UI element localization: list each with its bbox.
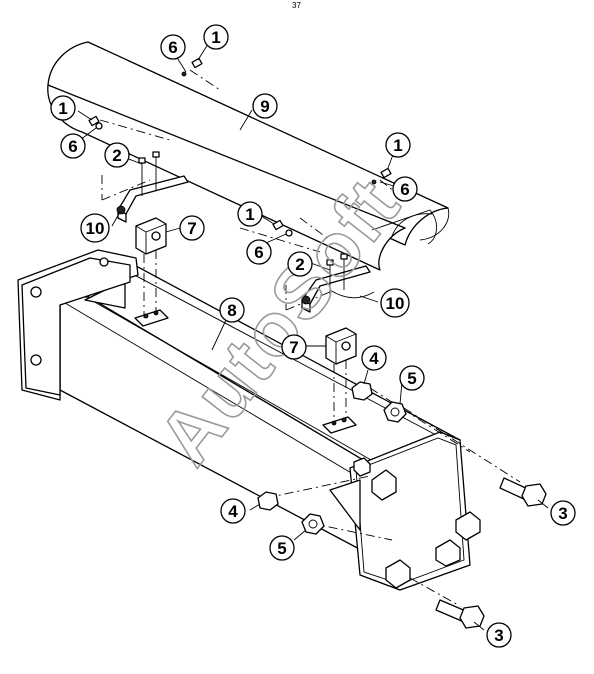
u-bolt-right (326, 253, 348, 296)
callout-label: 5 (407, 369, 416, 388)
callout-circle (219, 297, 245, 323)
callout-circle (60, 133, 86, 159)
bracket-right (301, 265, 375, 313)
callout-label: 3 (494, 626, 503, 645)
bracket-left (116, 175, 189, 223)
small-hardware (88, 57, 392, 237)
callout-circle (80, 213, 110, 243)
callout-beam: 8 (219, 297, 245, 323)
callout-nut: 4 (220, 498, 246, 524)
callout-clamp-block: 7 (179, 215, 205, 241)
callout-washer: 6 (160, 34, 186, 60)
callout-washer: 5 (399, 365, 425, 391)
callout-label: 4 (369, 349, 379, 368)
callout-circle (399, 365, 425, 391)
callout-circle (361, 345, 387, 371)
clamp-block-right (325, 327, 357, 365)
callout-label: 1 (58, 99, 67, 118)
callout-circle (160, 34, 186, 60)
callout-circle (104, 142, 130, 168)
callout-circle (179, 215, 205, 241)
callout-label: 10 (86, 219, 105, 238)
cover-tube (47, 41, 450, 271)
callout-bolt: 3 (550, 500, 576, 526)
callout-label: 4 (228, 502, 238, 521)
callout-label: 2 (112, 146, 121, 165)
callout-circle (287, 251, 313, 277)
leader-lines (77, 43, 549, 631)
callout-bolt: 3 (486, 622, 512, 648)
callout-circle (203, 24, 229, 50)
callout-label: 6 (254, 243, 263, 262)
callout-layer: 1 1 1 1 2 2 3 3 4 4 5 5 6 6 6 6 7 7 8 9 10 10 (50, 24, 576, 648)
callout-label: 7 (289, 338, 298, 357)
callout-circle (269, 535, 295, 561)
long-bolt-upper (499, 477, 547, 507)
callout-label: 8 (227, 301, 236, 320)
callout-circle (50, 95, 76, 121)
nuts-washers (257, 381, 407, 535)
callout-circle (392, 176, 418, 202)
clamp-seat-left (134, 309, 169, 327)
callout-circle (252, 93, 278, 119)
page-mark: 37 (292, 1, 301, 10)
callout-label: 6 (68, 137, 77, 156)
callout-clamp-block: 7 (281, 334, 307, 360)
callout-label: 10 (386, 294, 405, 313)
callout-u-bolt: 2 (104, 142, 130, 168)
callout-label: 7 (187, 219, 196, 238)
clamp-block-left (135, 217, 167, 255)
callout-label: 1 (245, 205, 254, 224)
end-plate-bosses (353, 457, 481, 589)
callout-circle (550, 500, 576, 526)
callout-label: 9 (260, 97, 269, 116)
callout-washer: 6 (392, 176, 418, 202)
callout-circle (220, 498, 246, 524)
callout-circle (281, 334, 307, 360)
callout-cover: 9 (252, 93, 278, 119)
callout-circle (246, 239, 272, 265)
long-bolt-lower (435, 599, 485, 629)
callout-washer: 5 (269, 535, 295, 561)
callout-label: 3 (558, 504, 567, 523)
callout-bolt: 1 (50, 95, 76, 121)
callout-washer: 6 (60, 133, 86, 159)
callout-circle (486, 622, 512, 648)
callout-label: 5 (277, 539, 286, 558)
callout-label: 1 (393, 136, 402, 155)
callout-washer: 6 (246, 239, 272, 265)
u-bolt-left (138, 151, 160, 196)
callout-nut: 4 (361, 345, 387, 371)
callout-bracket: 10 (80, 213, 110, 243)
callout-label: 6 (168, 38, 177, 57)
callout-circle (385, 132, 411, 158)
callout-u-bolt: 2 (287, 251, 313, 277)
callout-circle (380, 288, 410, 318)
callout-bracket: 10 (380, 288, 410, 318)
callout-bolt: 1 (385, 132, 411, 158)
callout-bolt: 1 (237, 201, 263, 227)
callout-label: 6 (400, 180, 409, 199)
callout-label: 2 (295, 255, 304, 274)
callout-bolt: 1 (203, 24, 229, 50)
callout-label: 1 (211, 28, 220, 47)
callout-circle (237, 201, 263, 227)
